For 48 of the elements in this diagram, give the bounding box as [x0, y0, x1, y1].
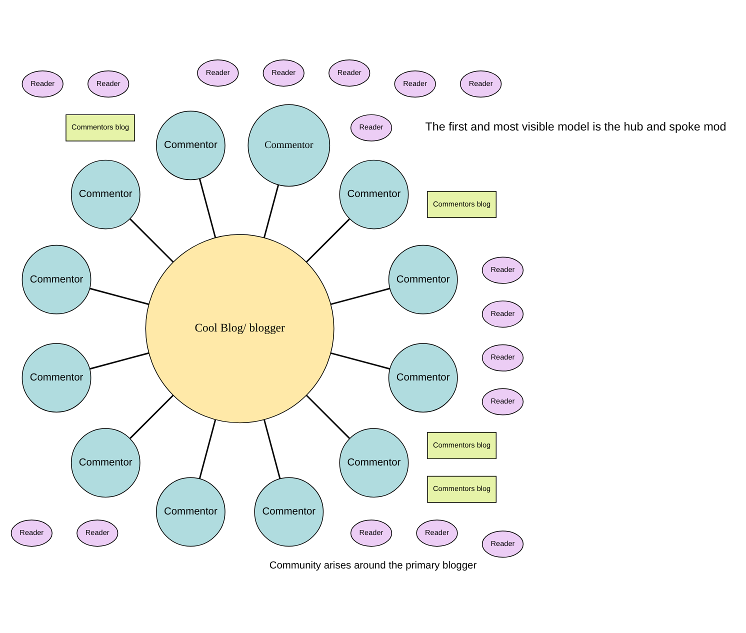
connector — [90, 352, 150, 370]
connector — [306, 218, 350, 262]
node-ellipse: Reader — [482, 344, 524, 371]
node-circle: Commentor — [22, 244, 92, 314]
node-ellipse: Reader — [416, 519, 458, 546]
node-circle: Commentor — [388, 244, 458, 314]
connector — [130, 394, 174, 438]
node-circle: Commentor — [70, 428, 140, 498]
connector — [90, 287, 150, 305]
node-ellipse: Reader — [460, 70, 502, 98]
node-ellipse: Reader — [328, 59, 370, 86]
connector — [263, 184, 280, 238]
node-ellipse: Reader — [394, 70, 436, 98]
node-ellipse: Reader — [482, 300, 524, 328]
node-ellipse: Reader — [76, 519, 118, 546]
connector — [130, 218, 174, 262]
node-circle: Commentor — [156, 476, 226, 546]
node-box: Commentors blog — [427, 190, 497, 218]
node-circle: Commentor — [156, 110, 226, 180]
node-box: Commentors blog — [427, 475, 497, 502]
label: The first and most visible model is the hub and spoke mod — [425, 120, 726, 134]
node-ellipse: Reader — [10, 519, 52, 546]
node-circle: Commentor — [339, 159, 409, 229]
node-ellipse: Reader — [482, 388, 524, 415]
node-circle: Commentor — [22, 342, 92, 412]
connector — [306, 394, 350, 438]
caption: Community arises around the primary blogger — [269, 560, 477, 571]
node-circle: Commentor — [248, 104, 330, 186]
connector — [330, 287, 390, 305]
node-ellipse: Reader — [22, 70, 64, 98]
node-circle: Commentor — [388, 342, 458, 412]
connector — [263, 418, 281, 478]
connector — [330, 352, 390, 370]
node-ellipse: Reader — [197, 59, 239, 86]
node-ellipse: Reader — [88, 70, 130, 98]
node-ellipse: Reader — [262, 59, 304, 86]
node-circle: Commentor — [254, 476, 324, 546]
node-circle: Commentor — [70, 159, 140, 229]
node-ellipse: Reader — [482, 256, 524, 284]
node-box: Commentors blog — [427, 432, 497, 459]
node-ellipse: Reader — [350, 114, 392, 141]
node-ellipse: Reader — [350, 519, 392, 546]
node-box: Commentors blog — [66, 114, 135, 141]
node-ellipse: Reader — [482, 530, 524, 558]
node-circle: Commentor — [339, 428, 409, 498]
connector — [198, 178, 216, 238]
connector — [198, 418, 216, 478]
node-circle: Cool Blog/ blogger — [145, 234, 334, 423]
